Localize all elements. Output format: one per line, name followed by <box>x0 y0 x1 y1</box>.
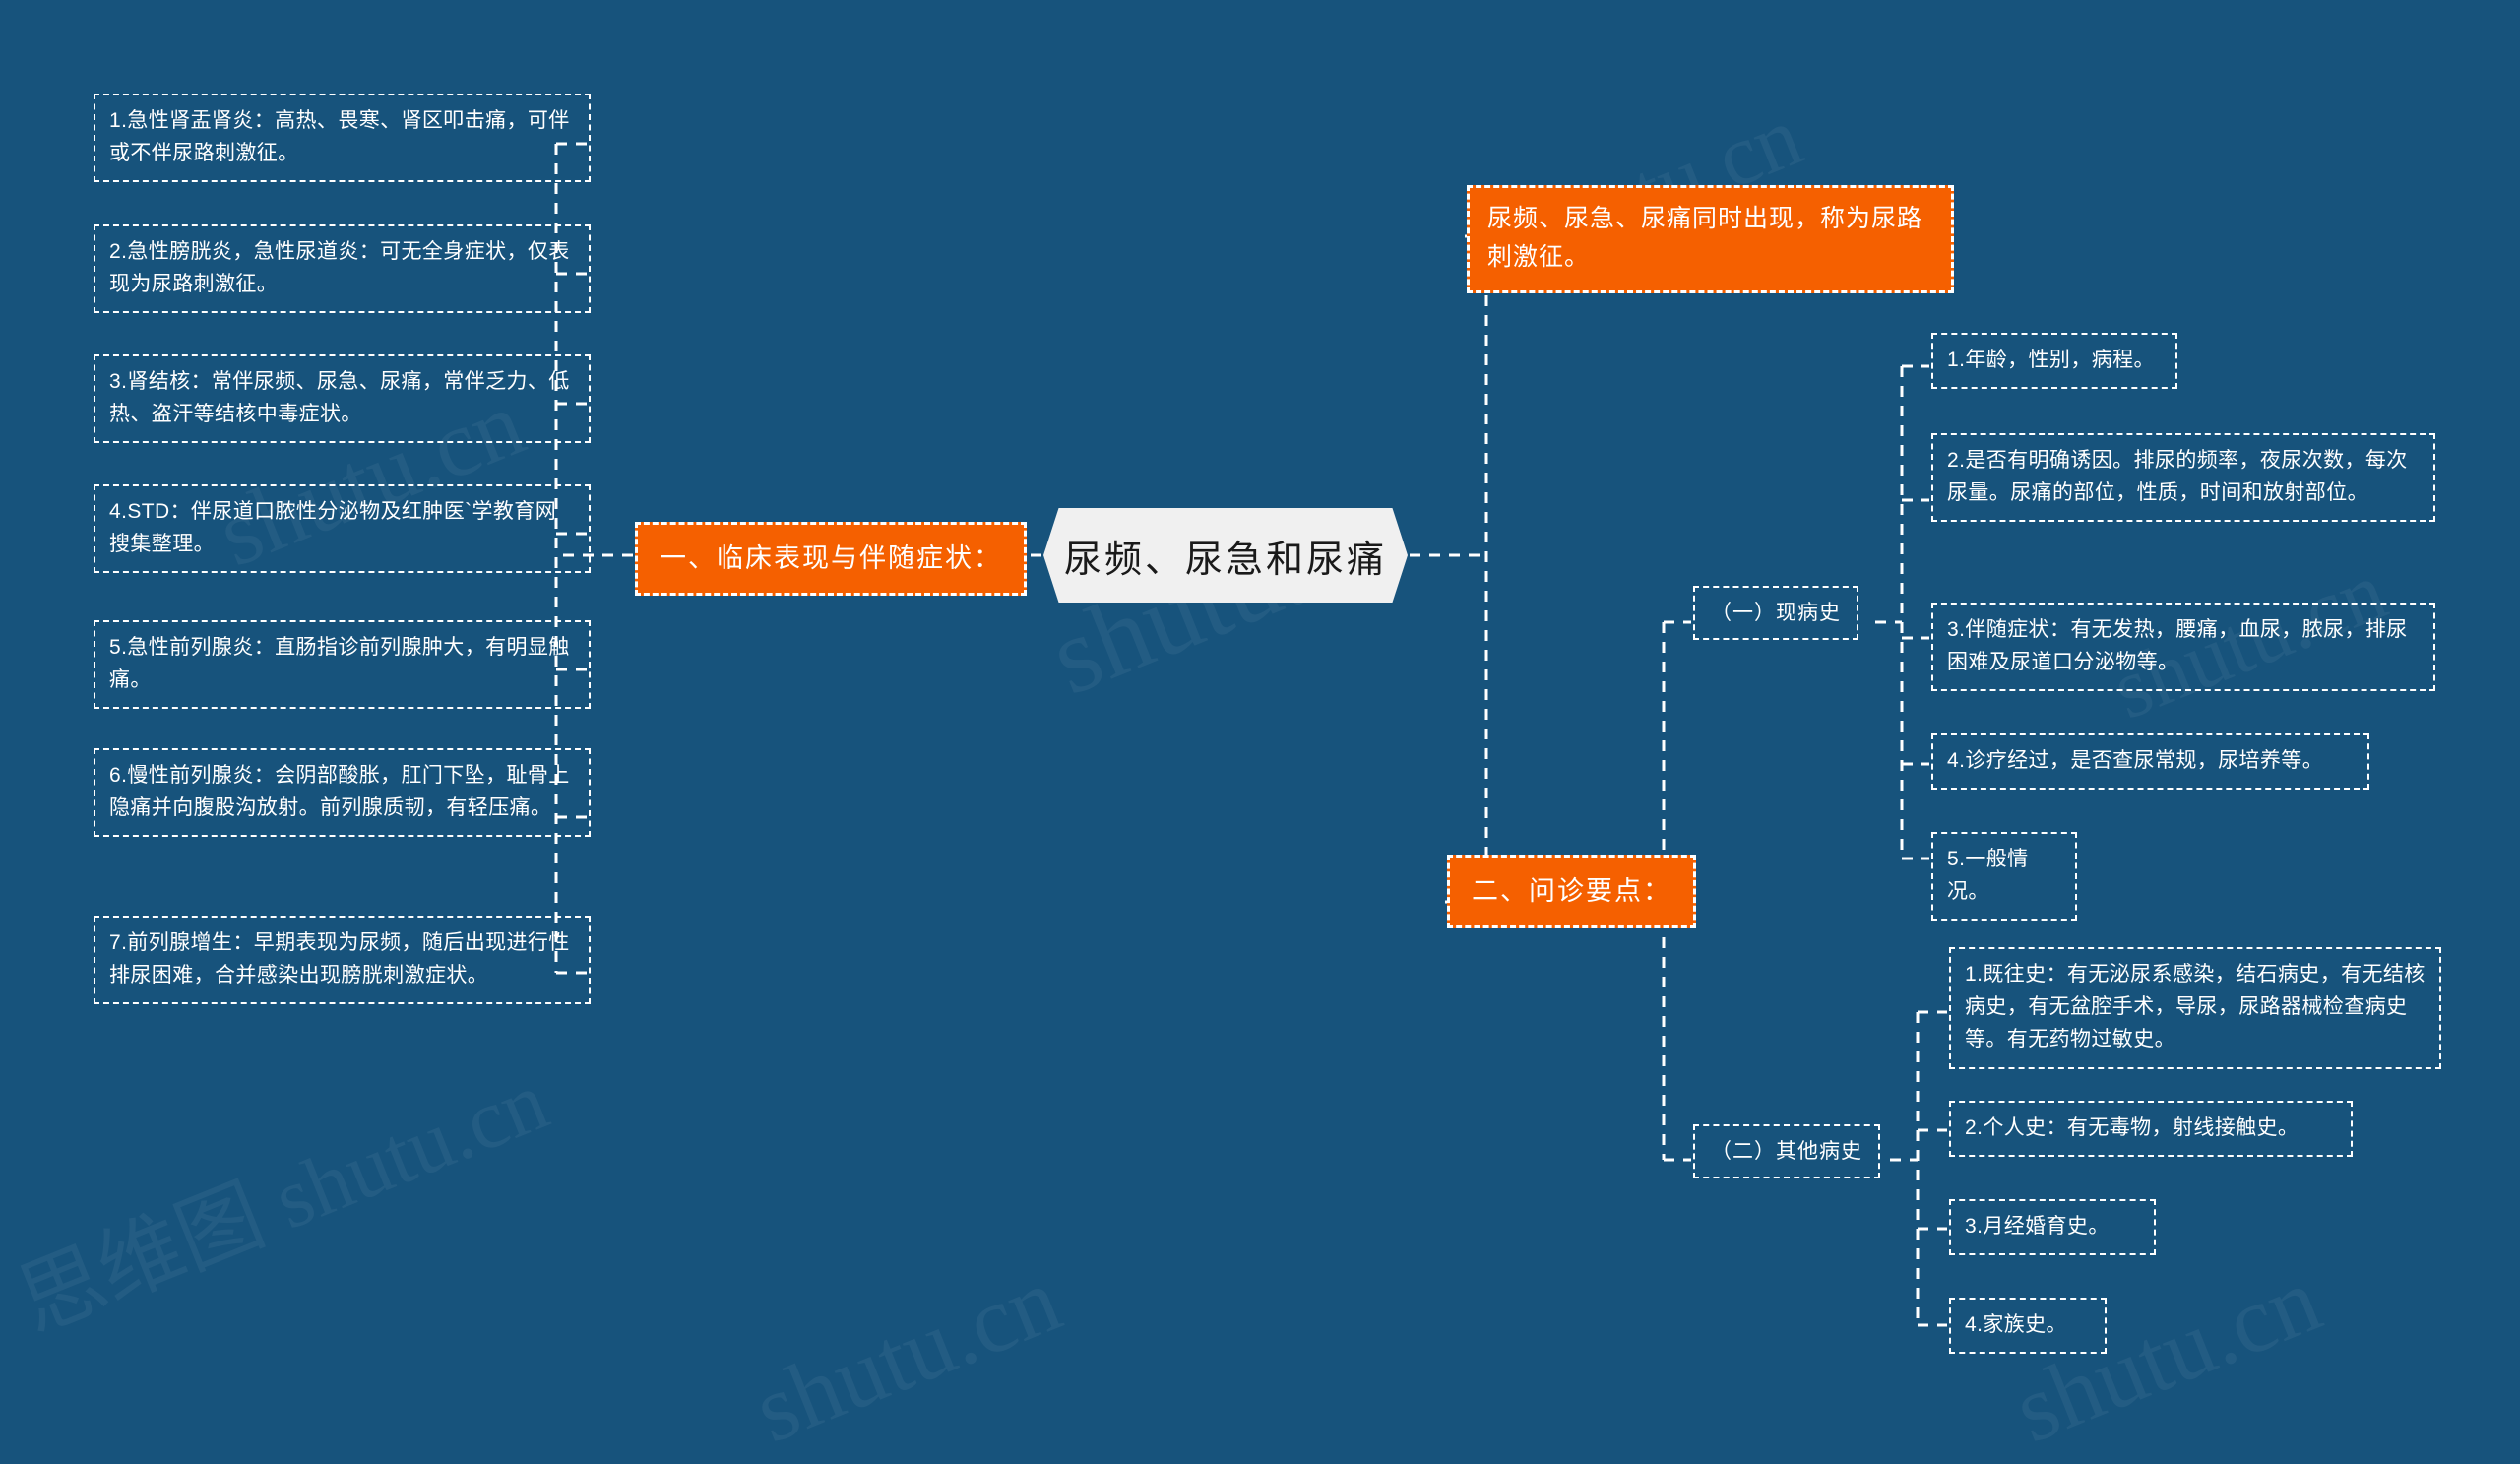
list-item[interactable]: 3.肾结核：常伴尿频、尿急、尿痛，常伴乏力、低热、盗汗等结核中毒症状。 <box>94 354 591 444</box>
list-item[interactable]: 6.慢性前列腺炎：会阴部酸胀，肛门下坠，耻骨上隐痛并向腹股沟放射。前列腺质韧，有… <box>94 748 591 838</box>
subgroup-other-history[interactable]: （二）其他病史 <box>1693 1124 1880 1179</box>
list-item[interactable]: 4.诊疗经过，是否查尿常规，尿培养等。 <box>1931 733 2369 791</box>
list-item[interactable]: 2.急性膀胱炎，急性尿道炎：可无全身症状，仅表现为尿路刺激征。 <box>94 224 591 314</box>
list-item[interactable]: 7.前列腺增生：早期表现为尿频，随后出现进行性排尿困难，合并感染出现膀胱刺激症状… <box>94 916 591 1005</box>
central-topic[interactable]: 尿频、尿急和尿痛 <box>1043 508 1408 603</box>
watermark: 思维图 shutu.cn <box>5 1052 561 1351</box>
list-item[interactable]: 3.伴随症状：有无发热，腰痛，血尿，脓尿，排尿困难及尿道口分泌物等。 <box>1931 603 2435 692</box>
watermark: shutu.cn <box>1999 1245 2334 1463</box>
list-item[interactable]: 4.STD：伴尿道口脓性分泌物及红肿医`学教育网搜集整理。 <box>94 484 591 574</box>
list-item[interactable]: 1.年龄，性别，病程。 <box>1931 333 2177 390</box>
list-item[interactable]: 3.月经婚育史。 <box>1949 1199 2156 1256</box>
callout-urinary-irritation[interactable]: 尿频、尿急、尿痛同时出现，称为尿路刺激征。 <box>1467 185 1954 293</box>
list-item[interactable]: 2.个人史：有无毒物，射线接触史。 <box>1949 1101 2353 1158</box>
central-topic-label: 尿频、尿急和尿痛 <box>1063 539 1387 581</box>
list-item[interactable]: 4.家族史。 <box>1949 1298 2107 1355</box>
list-item[interactable]: 1.急性肾盂肾炎：高热、畏寒、肾区叩击痛，可伴或不伴尿路刺激征。 <box>94 94 591 183</box>
list-item[interactable]: 1.既往史：有无泌尿系感染，结石病史，有无结核病史，有无盆腔手术，导尿，尿路器械… <box>1949 947 2441 1069</box>
list-item[interactable]: 2.是否有明确诱因。排尿的频率，夜尿次数，每次尿量。尿痛的部位，性质，时间和放射… <box>1931 433 2435 523</box>
list-item[interactable]: 5.一般情况。 <box>1931 832 2077 922</box>
subgroup-present-illness-history[interactable]: （一）现病史 <box>1693 586 1858 641</box>
watermark: shutu.cn <box>739 1245 1074 1463</box>
branch-inquiry-points[interactable]: 二、问诊要点： <box>1447 855 1696 928</box>
branch-clinical-manifestations[interactable]: 一、临床表现与伴随症状： <box>635 522 1027 596</box>
list-item[interactable]: 5.急性前列腺炎：直肠指诊前列腺肿大，有明显触痛。 <box>94 620 591 710</box>
